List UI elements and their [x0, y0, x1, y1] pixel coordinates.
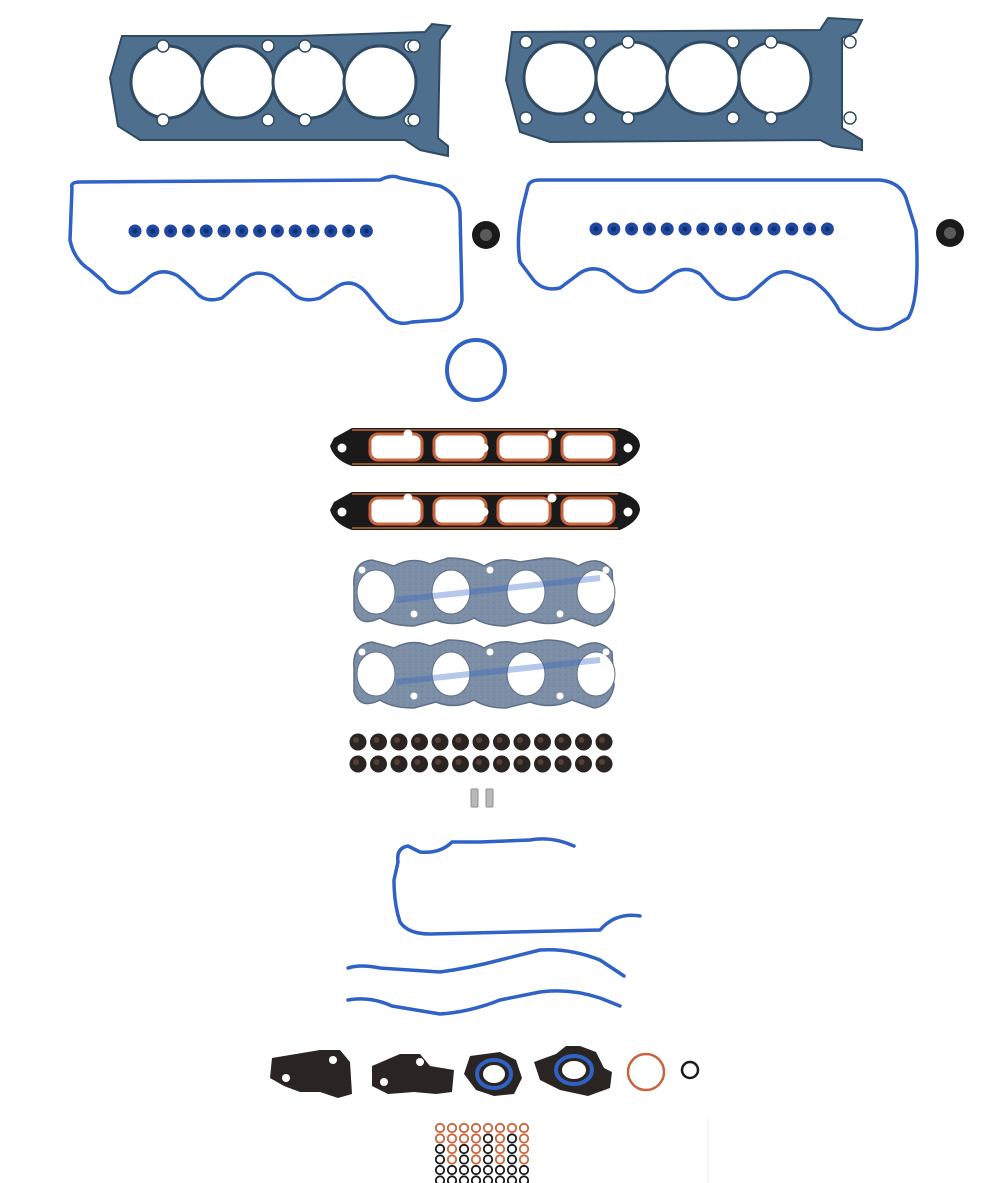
dowel-pin	[470, 788, 494, 808]
head-gasket-right	[504, 16, 864, 152]
small-oring-set	[434, 1122, 530, 1183]
valve-cover-gasket-left	[68, 174, 464, 326]
thermostat-housing-gasket	[270, 1046, 612, 1098]
oring	[626, 1052, 700, 1092]
intake-manifold-gasket	[330, 428, 640, 530]
spark-plug-tube-seal	[472, 219, 964, 249]
valve-cover-gasket-right	[516, 178, 919, 332]
throttle-body-oring	[445, 338, 507, 402]
valve-stem-seal	[349, 733, 613, 773]
timing-cover-gasket	[346, 837, 642, 1016]
head-gasket-left	[108, 22, 452, 158]
exhaust-manifold-gasket	[353, 557, 616, 709]
